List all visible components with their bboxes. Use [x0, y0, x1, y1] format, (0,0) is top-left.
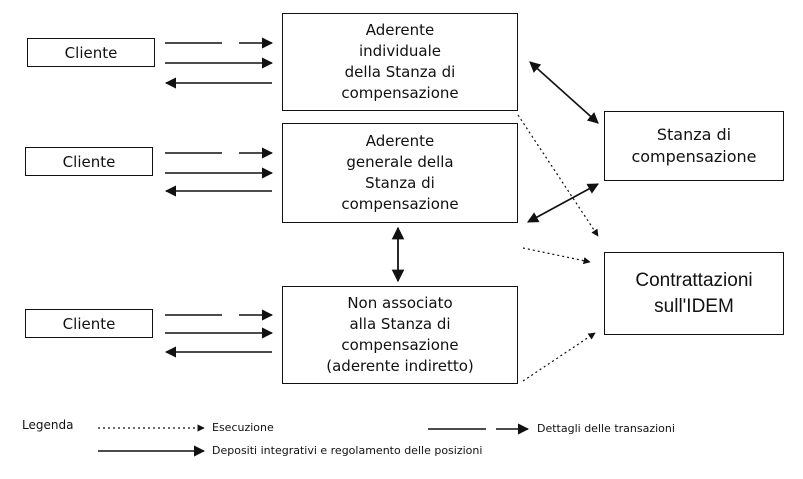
individual-member-box: Aderente individuale della Stanza di com…: [282, 13, 518, 111]
legend-settlement-label: Depositi integrativi e regolamento delle…: [212, 444, 483, 457]
individual-member-label: Aderente individuale della Stanza di com…: [341, 21, 459, 102]
client-label: Cliente: [62, 152, 116, 171]
clearing-house-label: Stanza di compensazione: [631, 125, 757, 166]
non-member-label: Non associato alla Stanza di compensazio…: [326, 294, 474, 375]
client-label: Cliente: [64, 43, 118, 62]
legend-details-label: Dettagli delle transazioni: [537, 422, 675, 435]
clearing-house-box: Stanza di compensazione: [604, 111, 784, 181]
legend-title: Legenda: [22, 418, 74, 432]
non-member-box: Non associato alla Stanza di compensazio…: [282, 286, 518, 384]
execution-arrow-nonmember-exchange: [522, 332, 596, 382]
client-box-1: Cliente: [27, 38, 155, 67]
legend-execution-label: Esecuzione: [212, 421, 274, 434]
exchange-label: Contrattazioni sull'IDEM: [635, 269, 753, 317]
general-member-label: Aderente generale della Stanza di compen…: [341, 132, 459, 213]
execution-arrow-individual-exchange: [517, 114, 599, 237]
client-box-2: Cliente: [25, 147, 153, 176]
settlement-arrow-individual-clearing: [529, 61, 599, 124]
general-member-box: Aderente generale della Stanza di compen…: [282, 123, 518, 223]
settlement-arrow-general-clearing: [527, 183, 599, 223]
client-label: Cliente: [62, 314, 116, 333]
execution-arrow-general-exchange: [522, 247, 591, 265]
exchange-box: Contrattazioni sull'IDEM: [604, 252, 784, 335]
client-box-3: Cliente: [25, 309, 153, 338]
